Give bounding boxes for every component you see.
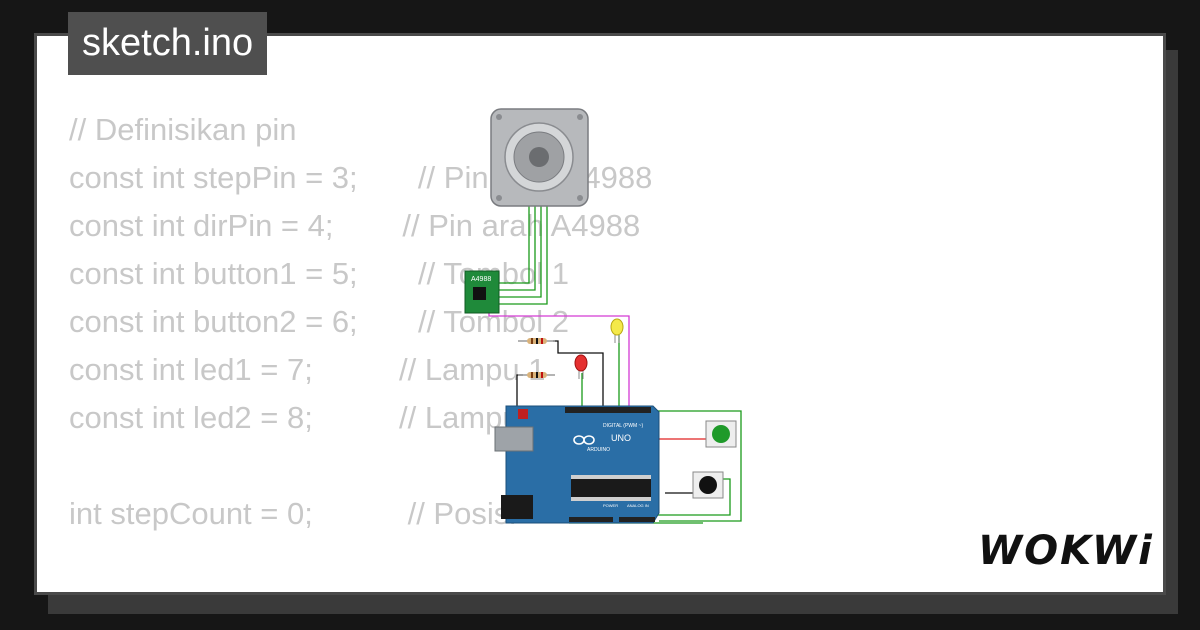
circuit-diagram: A4988	[464, 108, 742, 524]
wokwi-logo: WOKWi	[978, 528, 1154, 574]
wire-motor-4	[497, 203, 548, 305]
wire-motor-2	[497, 203, 536, 291]
power-label: POWER	[603, 503, 618, 508]
resistor	[518, 372, 555, 378]
resistor	[518, 338, 555, 344]
board-label: UNO	[611, 433, 631, 443]
wire-magenta	[488, 308, 630, 411]
file-title-tab: sketch.ino	[68, 12, 268, 75]
wire-motor-3	[497, 203, 542, 298]
a4988-driver[interactable]: A4988	[464, 270, 500, 314]
board-brand: ARDUINO	[587, 447, 610, 453]
led-yellow	[610, 318, 624, 343]
wire-button1-green	[643, 410, 742, 522]
stepper-motor[interactable]	[490, 108, 589, 207]
code-line: const int dirPin = 4; // Pin arah A4988	[69, 208, 641, 243]
wire-resistor-gnd	[553, 340, 604, 411]
wire-motor-1	[497, 203, 530, 284]
analog-label: ANALOG IN	[627, 503, 649, 508]
code-line: // Definisikan pin	[69, 112, 297, 147]
driver-label: A4988	[471, 276, 491, 283]
wire-button2-green	[613, 478, 731, 516]
led-red	[574, 354, 588, 379]
code-line: const int button2 = 6; // Tombol 2	[69, 304, 570, 339]
code-line: int stepCount = 0; // Posisi	[69, 496, 517, 531]
digital-label: DIGITAL (PWM ~)	[603, 423, 643, 429]
arduino-uno-board[interactable]: ARDUINO UNO DIGITAL (PWM ~) POWER ANALOG…	[494, 405, 660, 524]
pushbutton-green[interactable]	[705, 420, 737, 448]
pushbutton-black[interactable]	[692, 471, 724, 499]
code-line: const int button1 = 5; // Tombol 1	[69, 256, 570, 291]
code-line: const int led1 = 7; // Lampu 1	[69, 352, 546, 387]
